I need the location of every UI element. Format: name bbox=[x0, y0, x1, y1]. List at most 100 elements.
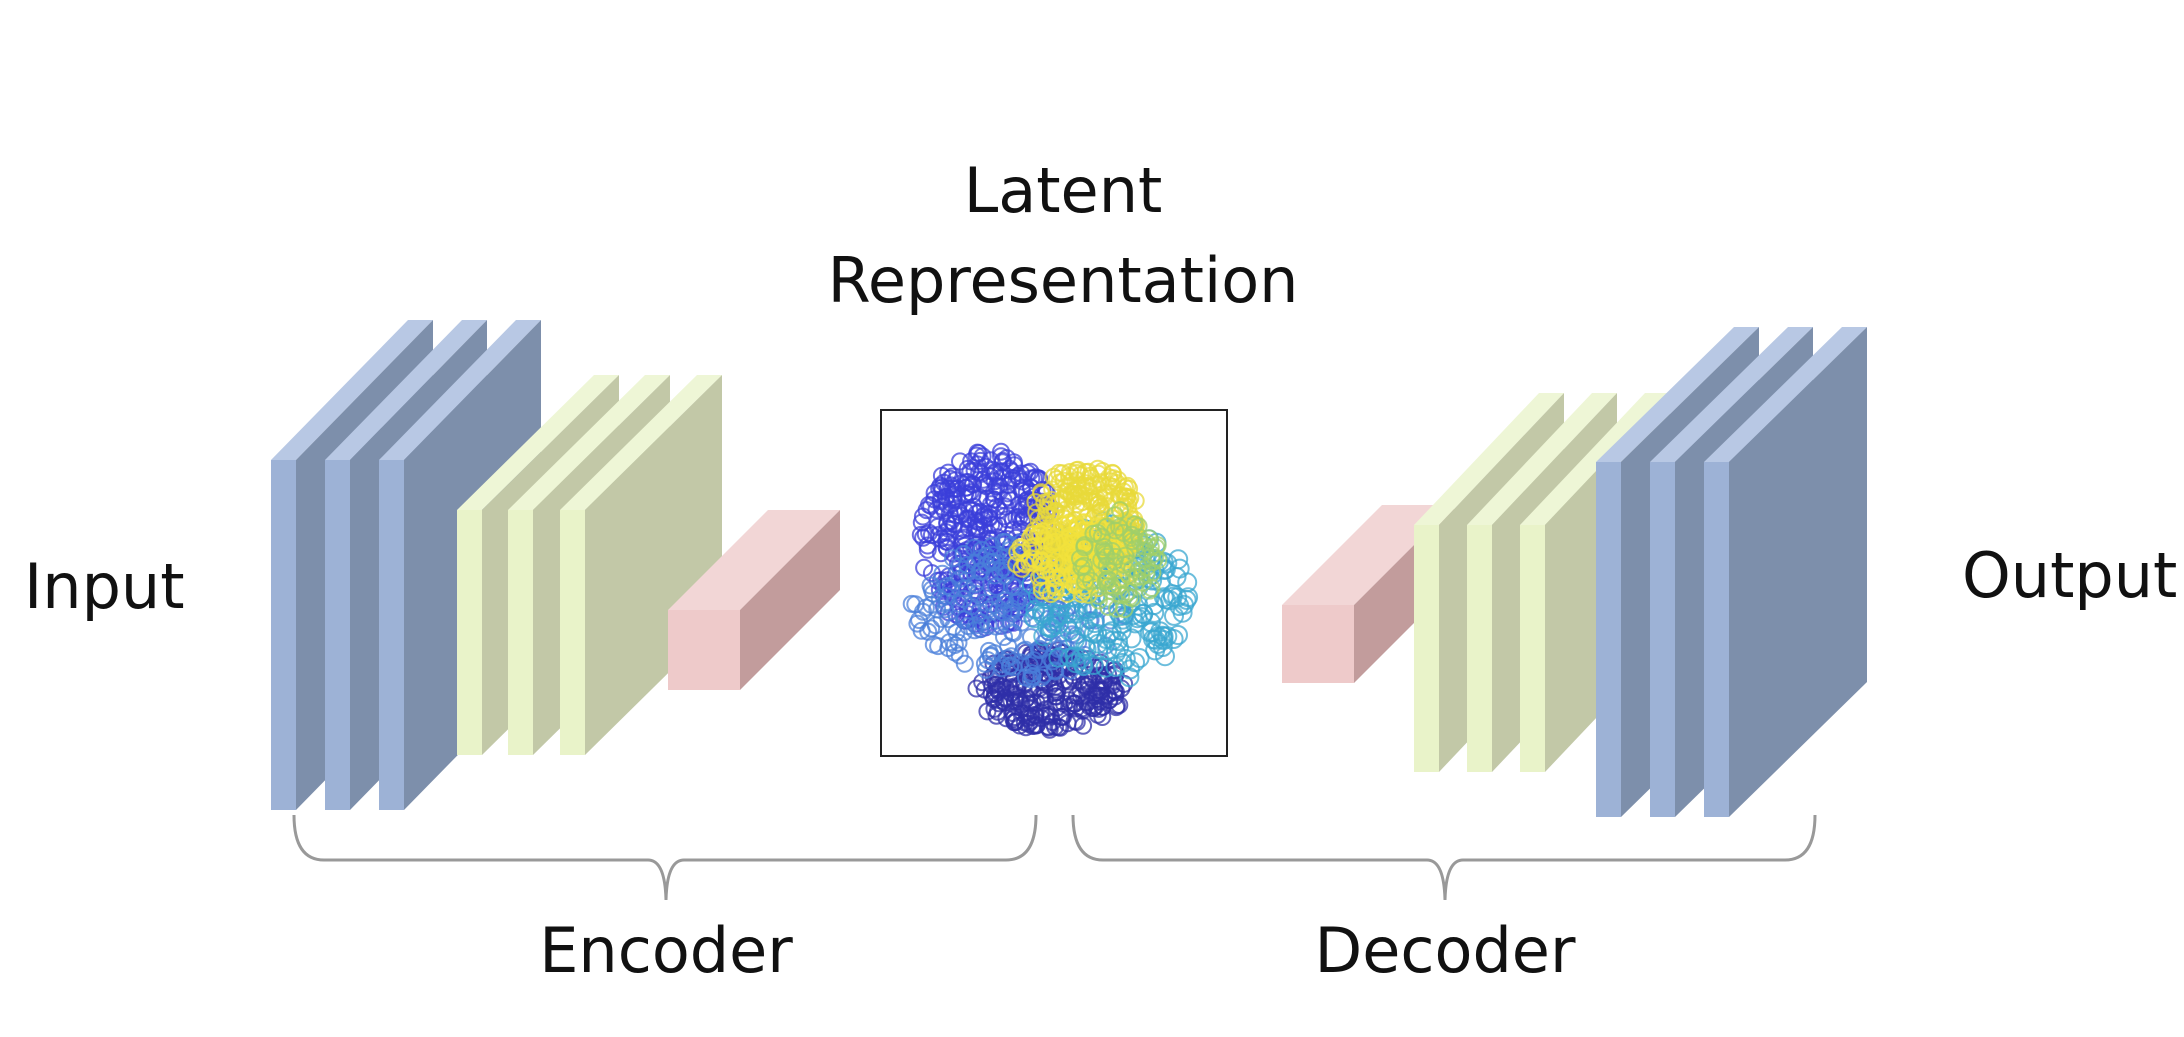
latent-point bbox=[1126, 491, 1145, 510]
latent-point bbox=[1106, 687, 1125, 706]
decoder-green-layer-2-front bbox=[1467, 525, 1492, 772]
latent-point bbox=[1097, 640, 1118, 660]
latent-point bbox=[1013, 539, 1032, 558]
latent-point bbox=[982, 685, 1001, 704]
latent-point bbox=[916, 598, 935, 617]
latent-point bbox=[970, 488, 989, 507]
encoder-brace bbox=[292, 814, 1038, 901]
latent-point bbox=[1004, 658, 1023, 677]
latent-point bbox=[988, 702, 1007, 721]
latent-point bbox=[1041, 649, 1060, 668]
latent-point bbox=[1062, 539, 1080, 558]
latent-point bbox=[1089, 464, 1108, 483]
latent-point bbox=[1088, 639, 1109, 660]
latent-point bbox=[1108, 696, 1126, 715]
decoder-brace bbox=[1071, 814, 1817, 901]
latent-point bbox=[973, 447, 992, 466]
encoder-bottleneck-layer-top bbox=[668, 510, 840, 610]
latent-cluster-7 bbox=[1071, 501, 1168, 619]
latent-point bbox=[1089, 586, 1108, 605]
encoder-blue-layer-2-top bbox=[325, 320, 487, 460]
latent-point bbox=[1140, 529, 1159, 548]
latent-point bbox=[1007, 593, 1026, 612]
input-label: Input bbox=[24, 550, 185, 623]
encoder-green-layer-3-side bbox=[585, 375, 722, 755]
latent-point bbox=[933, 564, 952, 583]
latent-point bbox=[1027, 503, 1046, 522]
latent-point bbox=[1066, 487, 1085, 506]
latent-point bbox=[1097, 517, 1116, 536]
latent-point bbox=[932, 609, 951, 628]
latent-point bbox=[1008, 543, 1027, 562]
latent-point bbox=[1083, 670, 1102, 689]
latent-point bbox=[922, 496, 941, 515]
latent-scatter-plot bbox=[902, 442, 1199, 739]
latent-point bbox=[1120, 659, 1140, 680]
latent-title-line1: Latent bbox=[963, 154, 1163, 227]
latent-point bbox=[955, 610, 974, 629]
latent-point bbox=[1100, 476, 1119, 495]
latent-point bbox=[1034, 522, 1053, 541]
latent-point bbox=[1057, 604, 1078, 624]
latent-point bbox=[1061, 526, 1080, 545]
latent-point bbox=[1022, 628, 1040, 647]
latent-point bbox=[995, 628, 1013, 646]
latent-point bbox=[1132, 560, 1151, 579]
decoder-blue-layer-3-front bbox=[1704, 462, 1729, 817]
latent-point bbox=[958, 563, 976, 582]
latent-point bbox=[1032, 551, 1051, 570]
encoder-green-layer-3-front bbox=[560, 510, 585, 755]
latent-point bbox=[956, 478, 975, 497]
latent-point bbox=[1067, 713, 1086, 731]
latent-point bbox=[974, 470, 993, 489]
encoder-blue-layer-3-front bbox=[379, 460, 404, 810]
latent-point bbox=[1045, 522, 1064, 541]
latent-point bbox=[1054, 554, 1073, 573]
latent-point bbox=[922, 526, 941, 545]
latent-point bbox=[1042, 535, 1061, 554]
latent-point bbox=[1089, 591, 1108, 610]
latent-point bbox=[987, 577, 1005, 596]
encoder-green-layer-3 bbox=[560, 375, 722, 755]
latent-point bbox=[932, 466, 951, 485]
latent-point bbox=[1130, 528, 1149, 547]
latent-point bbox=[1101, 621, 1122, 642]
latent-point bbox=[1142, 579, 1161, 597]
latent-point bbox=[1168, 625, 1188, 645]
latent-point bbox=[1071, 549, 1089, 568]
latent-point bbox=[1064, 694, 1083, 713]
latent-point bbox=[1027, 693, 1046, 712]
latent-point bbox=[1057, 490, 1076, 509]
latent-point bbox=[979, 641, 998, 660]
latent-point bbox=[1031, 525, 1050, 544]
latent-point bbox=[1003, 469, 1022, 488]
latent-point bbox=[1164, 605, 1184, 626]
latent-point bbox=[992, 447, 1010, 466]
latent-point bbox=[943, 479, 962, 498]
latent-point bbox=[1066, 576, 1085, 595]
encoder-blue-layer-3-top bbox=[379, 320, 541, 460]
latent-point bbox=[989, 599, 1008, 618]
latent-point bbox=[1007, 508, 1026, 527]
decoder-blue-layer-3 bbox=[1704, 327, 1867, 817]
latent-point bbox=[1007, 687, 1026, 706]
latent-point bbox=[1115, 600, 1134, 619]
latent-point bbox=[967, 446, 986, 465]
latent-point bbox=[1036, 691, 1054, 710]
latent-point bbox=[994, 603, 1013, 622]
latent-point bbox=[1107, 599, 1126, 618]
encoder-blue-layer-2-front bbox=[325, 460, 350, 810]
encoder-layers bbox=[271, 320, 840, 810]
latent-point bbox=[1126, 539, 1145, 558]
latent-point bbox=[1168, 549, 1189, 570]
latent-point bbox=[920, 523, 939, 542]
decoder-layers bbox=[1282, 327, 1867, 817]
decoder-green-layer-2-top bbox=[1467, 393, 1617, 525]
latent-point bbox=[1045, 576, 1064, 595]
latent-point bbox=[1002, 647, 1021, 666]
latent-point bbox=[1109, 637, 1130, 658]
latent-point bbox=[966, 575, 985, 593]
latent-point bbox=[1093, 697, 1112, 716]
latent-point bbox=[1012, 559, 1031, 578]
